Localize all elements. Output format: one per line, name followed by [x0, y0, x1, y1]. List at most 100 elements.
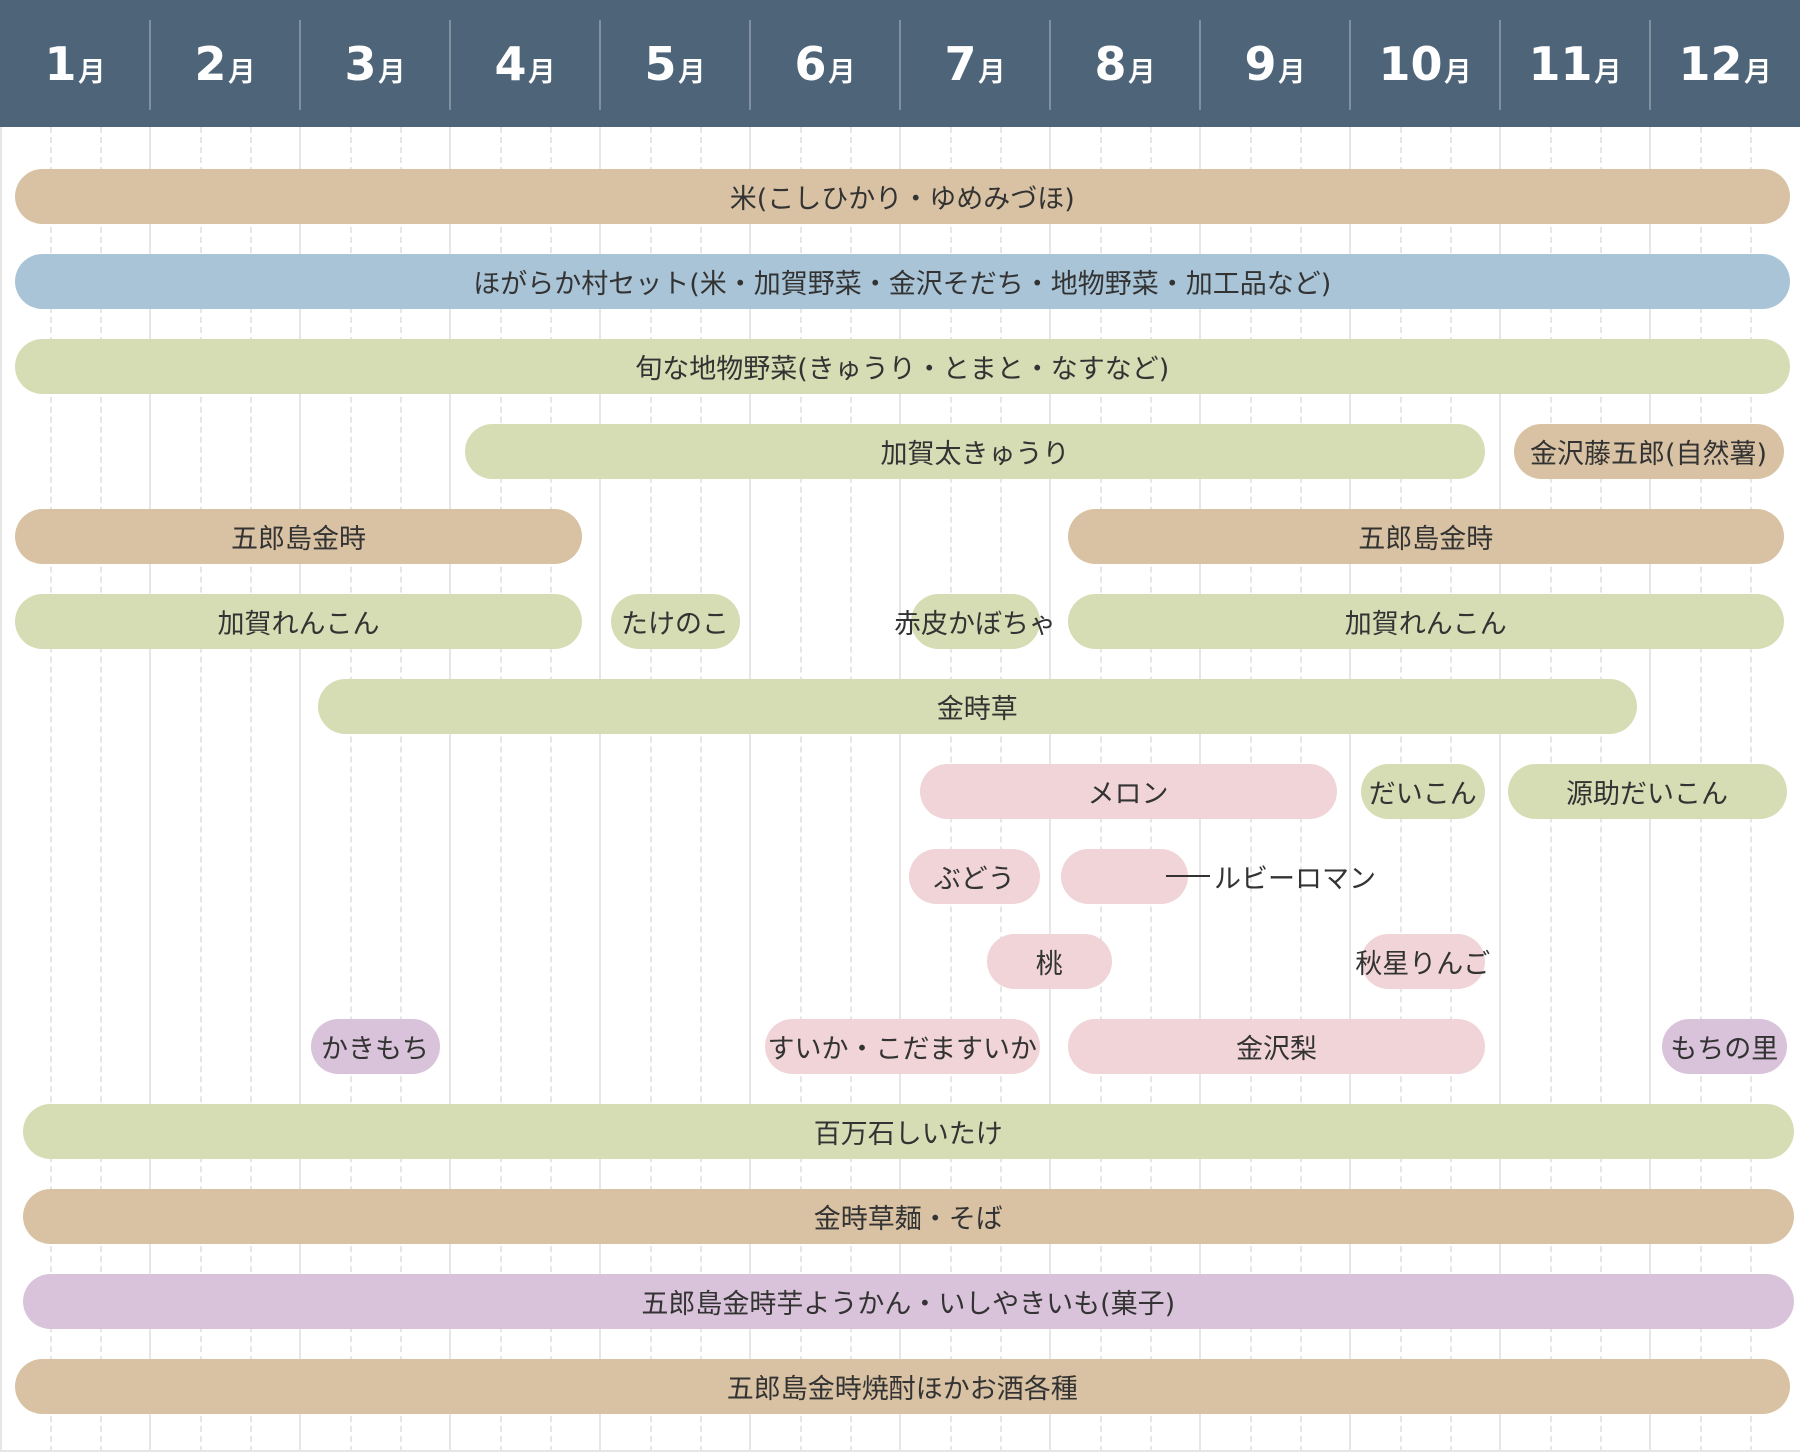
season-bar: 五郎島金時焼酎ほかお酒各種	[15, 1358, 1790, 1414]
season-bar: 百万石しいたけ	[22, 1103, 1794, 1159]
header-divider	[449, 20, 451, 110]
month-unit: 月	[1594, 57, 1622, 88]
season-bar-label: 金沢梨	[1236, 1033, 1317, 1065]
season-bar: 金時草	[318, 678, 1637, 734]
season-bar: 米(こしひかり・ゆめみづほ)	[15, 168, 1790, 224]
season-bar: ぶどう	[909, 848, 1040, 904]
month-unit: 月	[1744, 57, 1772, 88]
month-number: 7	[944, 36, 977, 91]
third-gridline	[200, 127, 202, 1452]
header-divider	[1049, 20, 1051, 110]
season-bar: ほがらか村セット(米・加賀野菜・金沢そだち・地物野菜・加工品など)	[15, 253, 1790, 309]
month-unit: 月	[1128, 57, 1156, 88]
month-number: 2	[194, 36, 227, 91]
season-bar-label: たけのこ	[621, 608, 729, 640]
header-divider	[1649, 20, 1651, 110]
season-bar-label: 五郎島金時	[231, 523, 366, 555]
season-bar: 旬な地物野菜(きゅうり・とまと・なすなど)	[15, 338, 1790, 394]
season-bar-label: 金沢藤五郎(自然薯)	[1529, 438, 1768, 470]
season-bar: 金沢藤五郎(自然薯)	[1513, 423, 1784, 479]
month-number: 1	[44, 36, 77, 91]
season-bar-label: 旬な地物野菜(きゅうり・とまと・なすなど)	[635, 353, 1170, 385]
season-bar: 金沢梨	[1068, 1018, 1485, 1074]
season-bar-label: 百万石しいたけ	[813, 1118, 1003, 1150]
season-bar-label: 桃	[1035, 948, 1063, 980]
header-divider	[1499, 20, 1501, 110]
month-unit: 月	[78, 57, 106, 88]
third-gridline	[850, 127, 852, 1452]
season-bar-label: 加賀れんこん	[1344, 608, 1507, 640]
grid-frame	[0, 127, 1800, 1452]
header-divider	[299, 20, 301, 110]
month-gridline	[749, 127, 751, 1452]
month-gridline	[299, 127, 301, 1452]
season-bar-label: 米(こしひかり・ゆめみづほ)	[729, 183, 1075, 215]
month-number: 12	[1678, 36, 1743, 91]
season-bar: 源助だいこん	[1507, 763, 1787, 819]
season-bar: 赤皮かぼちゃ	[894, 593, 1056, 649]
month-unit: 月	[1278, 57, 1306, 88]
season-bar: だいこん	[1360, 763, 1485, 819]
month-unit: 月	[828, 57, 856, 88]
season-bar-label: もちの里	[1670, 1033, 1779, 1065]
season-bar: かきもち	[310, 1018, 440, 1074]
third-gridline	[550, 127, 552, 1452]
month-unit: 月	[228, 57, 256, 88]
season-bar: 五郎島金時芋ようかん・いしやきいも(菓子)	[22, 1273, 1794, 1329]
month-unit: 月	[678, 57, 706, 88]
third-gridline	[500, 127, 502, 1452]
callout-line	[1166, 875, 1210, 877]
season-bar-label: かきもち	[321, 1033, 429, 1065]
season-bar: 加賀太きゅうり	[465, 423, 1485, 479]
season-bar-label: 赤皮かぼちゃ	[894, 608, 1056, 640]
month-unit: 月	[528, 57, 556, 88]
header-divider	[899, 20, 901, 110]
third-gridline	[50, 127, 52, 1452]
season-bar: 加賀れんこん	[15, 593, 582, 649]
third-gridline	[800, 127, 802, 1452]
month-number: 5	[644, 36, 677, 91]
month-gridline	[149, 127, 151, 1452]
third-gridline	[650, 127, 652, 1452]
season-bar-label: 加賀太きゅうり	[880, 438, 1070, 470]
third-gridline	[700, 127, 702, 1452]
season-bar-label: 五郎島金時焼酎ほかお酒各種	[726, 1373, 1078, 1405]
season-bar-label: 五郎島金時	[1358, 523, 1494, 555]
month-unit: 月	[978, 57, 1006, 88]
season-bar: 秋星りんご	[1355, 933, 1490, 989]
month-number: 10	[1378, 36, 1443, 91]
month-gridline	[1499, 127, 1501, 1452]
month-number: 3	[344, 36, 377, 91]
season-bar: たけのこ	[610, 593, 740, 649]
header-divider	[1199, 20, 1201, 110]
season-bar-label: だいこん	[1368, 778, 1477, 810]
season-bar: 五郎島金時	[1068, 508, 1784, 564]
month-number: 11	[1528, 36, 1593, 91]
month-unit: 月	[1444, 57, 1472, 88]
callout-text: ルビーロマン	[1214, 863, 1376, 895]
callout-label: ルビーロマン	[1166, 849, 1376, 904]
season-bar-label: 源助だいこん	[1566, 778, 1728, 810]
third-gridline	[350, 127, 352, 1452]
header-divider	[1349, 20, 1351, 110]
season-bar-label: 金時草麺・そば	[813, 1203, 1003, 1235]
season-bar: メロン	[919, 763, 1337, 819]
season-bar-label: 秋星りんご	[1355, 948, 1491, 980]
season-bar: もちの里	[1662, 1018, 1787, 1074]
month-number: 8	[1094, 36, 1127, 91]
month-gridline	[599, 127, 601, 1452]
month-number: 6	[794, 36, 827, 91]
